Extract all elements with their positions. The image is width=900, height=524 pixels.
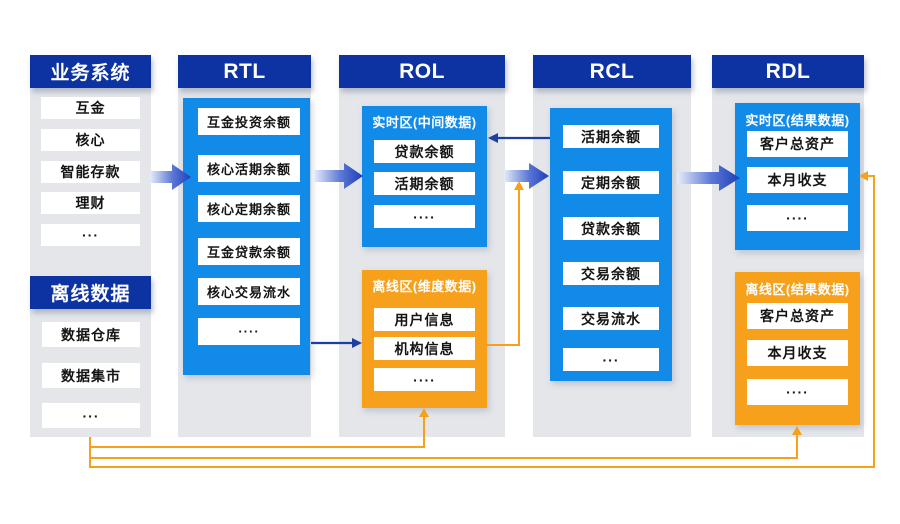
list-item: 核心活期余额 (198, 155, 300, 182)
list-item: ···· (198, 318, 300, 345)
list-item: 客户总资产 (747, 303, 848, 329)
list-item: ··· (41, 224, 140, 246)
list-item: 定期余额 (563, 171, 659, 194)
list-item: 互金投资余额 (198, 108, 300, 135)
list-item: 贷款余额 (374, 140, 475, 163)
list-item: 用户信息 (374, 308, 475, 331)
list-item: 数据集市 (42, 363, 140, 388)
list-item: 贷款余额 (563, 217, 659, 240)
list-item: 核心 (41, 129, 140, 151)
list-item: 本月收支 (747, 167, 848, 193)
list-item: 客户总资产 (747, 131, 848, 157)
list-item: 机构信息 (374, 337, 475, 360)
header-offline-data: 离线数据 (30, 276, 151, 309)
list-item: 数据仓库 (42, 322, 140, 347)
zone-title: 离线区(结果数据) (745, 282, 850, 297)
list-item: 活期余额 (563, 125, 659, 148)
list-item: ··· (563, 348, 659, 371)
list-item: 本月收支 (747, 340, 848, 366)
list-item: ···· (747, 205, 848, 231)
header-rcl: RCL (533, 55, 691, 88)
list-item: 核心定期余额 (198, 195, 300, 222)
list-item: 交易余额 (563, 262, 659, 285)
header-rol: ROL (339, 55, 505, 88)
list-item: 互金 (41, 97, 140, 119)
list-item: 理财 (41, 192, 140, 214)
list-item: 活期余额 (374, 172, 475, 195)
list-item: ···· (374, 368, 475, 391)
header-rtl: RTL (178, 55, 311, 88)
list-item: 互金贷款余额 (198, 238, 300, 265)
header-rdl: RDL (712, 55, 864, 88)
zone-title: 离线区(维度数据) (372, 279, 477, 294)
list-item: 核心交易流水 (198, 278, 300, 305)
list-item: ···· (747, 379, 848, 405)
zone-title: 实时区(结果数据) (745, 113, 850, 128)
zone-title: 实时区(中间数据) (372, 115, 477, 130)
header-business-system: 业务系统 (30, 55, 151, 88)
list-item: ··· (42, 403, 140, 428)
list-item: 交易流水 (563, 307, 659, 330)
list-item: 智能存款 (41, 161, 140, 183)
list-item: ···· (374, 205, 475, 228)
rcl-zone (550, 108, 672, 381)
